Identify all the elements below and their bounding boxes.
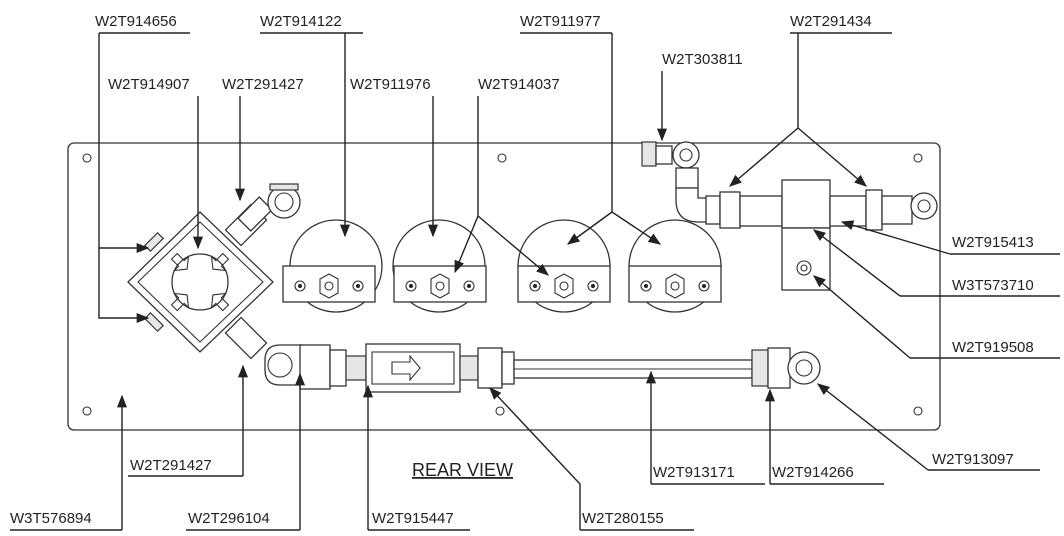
label-W2T280155: W2T280155 (582, 510, 664, 527)
label-W2T291427-top: W2T291427 (222, 76, 304, 93)
label-W2T911977: W2T911977 (520, 13, 601, 30)
mounting-holes (82, 153, 923, 416)
mounting-hole (495, 406, 505, 416)
mounting-hole (913, 153, 923, 163)
label-W2T914266: W2T914266 (772, 464, 854, 481)
label-W2T914907: W2T914907 (108, 76, 190, 93)
view-title: REAR VIEW (412, 460, 513, 480)
label-W2T915447: W2T915447 (372, 510, 454, 527)
label-W2T296104: W2T296104 (188, 510, 270, 527)
label-W2T913097: W2T913097 (932, 451, 1014, 468)
part-labels: W2T914656 W2T914122 W2T911977 W2T291434 … (10, 13, 1034, 527)
gauge-1 (282, 219, 383, 313)
label-W2T919508: W2T919508 (952, 339, 1034, 356)
label-W2T291434: W2T291434 (790, 13, 872, 30)
label-W2T303811: W2T303811 (662, 51, 743, 68)
label-W3T576894: W3T576894 (10, 510, 92, 527)
filter-line (299, 343, 821, 393)
leader-lines (10, 32, 1060, 531)
mounting-hole (82, 153, 92, 163)
gauge-2 (392, 219, 487, 313)
label-W2T291427-bottom: W2T291427 (130, 457, 212, 474)
label-W2T915413: W2T915413 (952, 234, 1034, 251)
mounting-hole (82, 406, 92, 416)
gauge-4 (628, 219, 722, 313)
manifold-port-arrow (170, 252, 230, 312)
label-W2T914656: W2T914656 (95, 13, 177, 30)
label-W3T573710: W3T573710 (952, 277, 1034, 294)
mounting-hole (497, 153, 507, 163)
manifold-block (127, 211, 274, 353)
regulator-assembly (641, 141, 938, 291)
gauge-3 (517, 219, 611, 313)
label-W2T913171: W2T913171 (653, 464, 735, 481)
mounting-hole (913, 406, 923, 416)
label-W2T914122: W2T914122 (260, 13, 342, 30)
label-W2T911976: W2T911976 (350, 76, 431, 93)
upper-elbow-fitting (224, 183, 301, 247)
label-W2T914037: W2T914037 (478, 76, 560, 93)
